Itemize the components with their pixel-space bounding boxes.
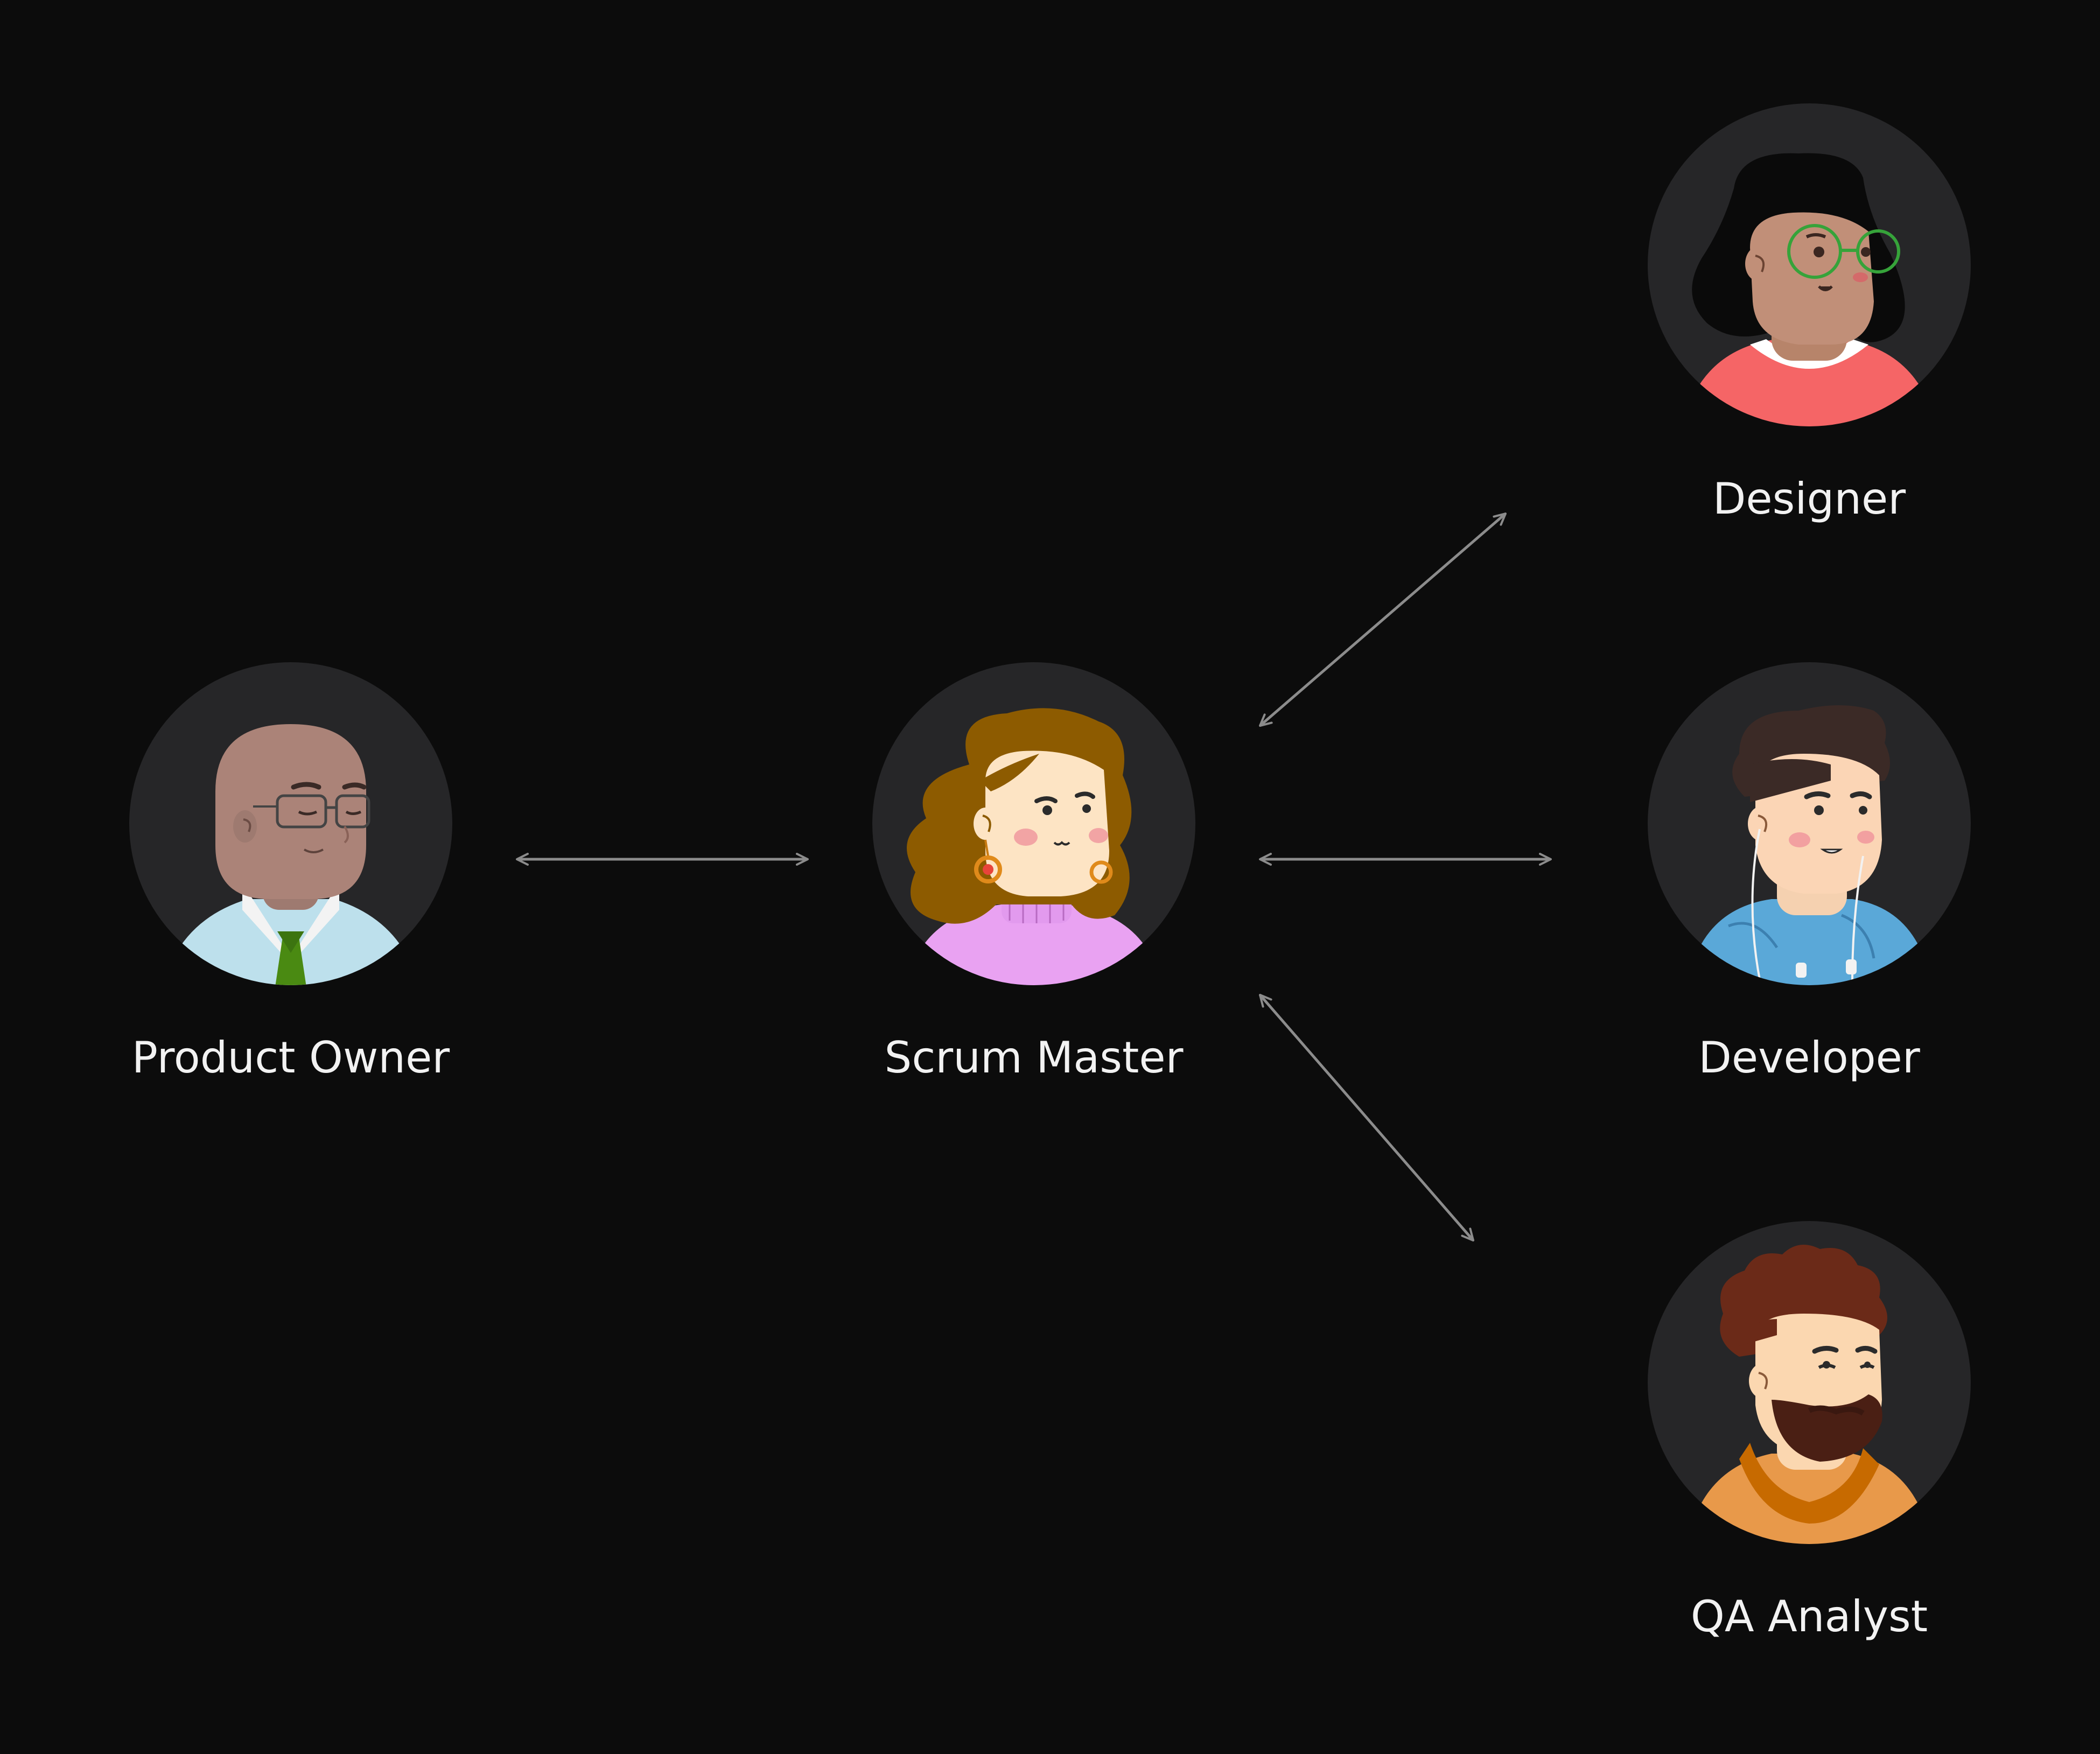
role-label: QA Analyst: [1691, 1591, 1928, 1641]
designer-avatar-icon: [1680, 153, 1938, 426]
node-developer: Developer: [1648, 662, 1971, 1083]
connectors: [516, 513, 1552, 1241]
product-owner-avatar-icon: [162, 724, 420, 985]
role-label: Scrum Master: [885, 1033, 1184, 1083]
node-designer: Designer: [1648, 103, 1971, 524]
edge-scrum-master-designer: [1259, 513, 1507, 727]
edge-scrum-master-qa-analyst: [1259, 994, 1474, 1241]
role-label: Developer: [1698, 1033, 1920, 1083]
developer-avatar-icon: [1685, 705, 1933, 985]
node-product-owner: Product Owner: [129, 662, 452, 1083]
role-label: Designer: [1713, 474, 1906, 524]
role-label: Product Owner: [132, 1033, 450, 1083]
node-qa-analyst: QA Analyst: [1648, 1221, 1971, 1641]
qa-analyst-avatar-icon: [1685, 1245, 1933, 1544]
